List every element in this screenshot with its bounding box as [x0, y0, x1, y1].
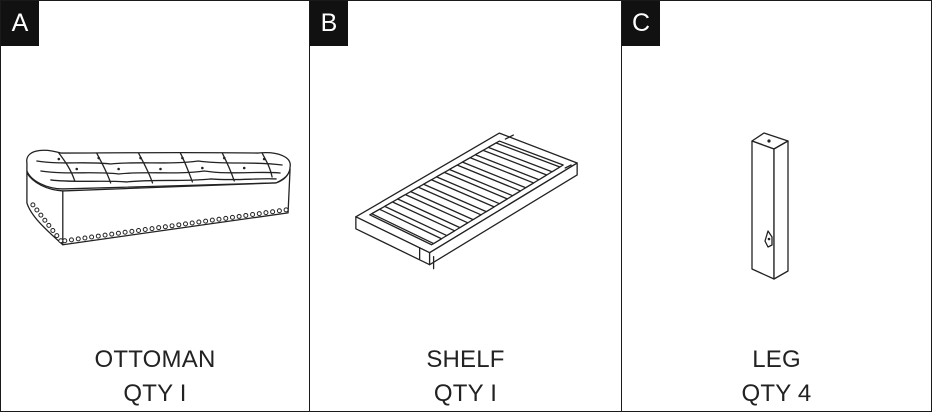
part-letter-badge: C: [622, 1, 660, 46]
part-letter-badge: A: [1, 1, 39, 46]
leg-icon: [751, 132, 789, 280]
shelf-icon: [355, 132, 578, 270]
part-quantity: QTY 4: [741, 380, 812, 407]
part-cell-shelf: B SHELF QTY I: [310, 1, 622, 411]
part-quantity: QTY I: [433, 380, 498, 407]
part-caption: LEG QTY 4: [622, 343, 931, 411]
ottoman-icon: [26, 149, 291, 246]
part-caption: SHELF QTY I: [310, 343, 621, 411]
part-letter-badge: B: [310, 1, 348, 46]
part-caption: OTTOMAN QTY I: [1, 343, 309, 411]
part-name: SHELF: [426, 346, 505, 373]
part-name: OTTOMAN: [94, 346, 216, 373]
part-quantity: QTY I: [123, 380, 187, 407]
part-cell-ottoman: A OTTOMAN QTY I: [1, 1, 310, 411]
part-name: LEG: [752, 346, 801, 373]
part-cell-leg: C LEG QTY 4: [622, 1, 931, 411]
